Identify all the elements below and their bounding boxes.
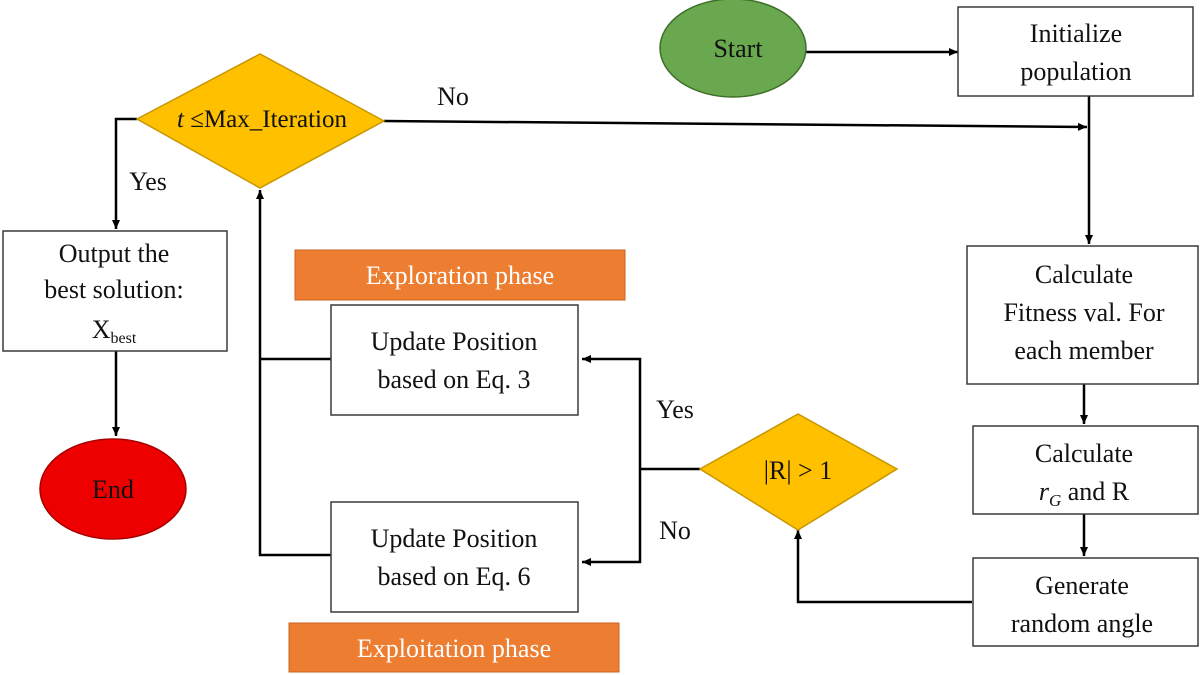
calc-var-r: r	[1039, 477, 1050, 506]
condition-r-label: |R| > 1	[764, 456, 832, 485]
fitness-line3: each member	[1014, 336, 1154, 365]
output-line3: Xbest	[92, 315, 137, 347]
calc-line1: Calculate	[1035, 439, 1133, 468]
condition-maxiter-diamond: t ≤Max_Iteration	[135, 53, 386, 189]
edge-label-no-right: No	[659, 516, 691, 545]
start-label: Start	[713, 34, 763, 63]
maxiter-var-t: t	[177, 106, 185, 133]
end-ellipse	[39, 438, 187, 540]
calc-line2: rG and R	[1039, 477, 1130, 510]
generate-angle-box: Generate random angle	[972, 557, 1199, 647]
calc-var-sub: G	[1049, 491, 1061, 510]
calc-rg-r-box: Calculate rG and R	[972, 425, 1199, 515]
upd2-line1: Update Position	[371, 524, 538, 553]
calc-line2-rest: and R	[1061, 477, 1130, 506]
init-population-box: Initialize population	[957, 6, 1194, 97]
exploitation-phase-banner: Exploitation phase	[288, 622, 620, 673]
init-line2: population	[1020, 57, 1131, 86]
start-ellipse	[659, 0, 807, 98]
edge-update2-return	[256, 190, 331, 557]
output-line1: Output the	[59, 239, 170, 268]
connectors	[112, 48, 1093, 604]
exploration-phase-banner: Exploration phase	[294, 249, 626, 301]
edge-maxiter-no	[383, 119, 1088, 131]
exploration-phase-label: Exploration phase	[366, 261, 554, 290]
end-node: End	[39, 438, 187, 540]
edge-label-yes-right: Yes	[656, 395, 694, 424]
upd2-line2: based on Eq. 6	[377, 562, 530, 591]
init-line1: Initialize	[1030, 19, 1122, 48]
xbest-sub: best	[111, 330, 137, 347]
end-label: End	[92, 475, 134, 504]
edge-generate-to-condition	[794, 530, 972, 604]
calc-fitness-box: Calculate Fitness val. For each member	[966, 245, 1199, 385]
update-position-eq6-box: Update Position based on Eq. 6	[330, 501, 579, 613]
gen-line2: random angle	[1011, 609, 1153, 638]
condition-maxiter-label: t ≤Max_Iteration	[177, 106, 347, 133]
gen-line1: Generate	[1035, 571, 1129, 600]
fitness-line2: Fitness val. For	[1003, 298, 1164, 327]
update-position-eq3-box: Update Position based on Eq. 3	[330, 304, 579, 416]
condition-r-diamond: |R| > 1	[698, 413, 899, 531]
output-solution-box: Output the best solution: Xbest	[2, 230, 228, 352]
exploitation-phase-label: Exploitation phase	[357, 634, 551, 663]
edge-condition-yes	[582, 355, 642, 469]
edge-label-no-top: No	[437, 82, 469, 111]
fitness-line1: Calculate	[1035, 260, 1133, 289]
xbest-main: X	[92, 315, 111, 344]
upd1-line1: Update Position	[371, 327, 538, 356]
start-node: Start	[659, 0, 807, 98]
upd1-line2: based on Eq. 3	[377, 365, 530, 394]
maxiter-rest: ≤Max_Iteration	[184, 106, 347, 133]
output-line2: best solution:	[44, 275, 183, 304]
edge-maxiter-yes	[112, 117, 137, 229]
edge-condition-no	[582, 469, 642, 566]
edge-label-yes-left: Yes	[129, 167, 167, 196]
